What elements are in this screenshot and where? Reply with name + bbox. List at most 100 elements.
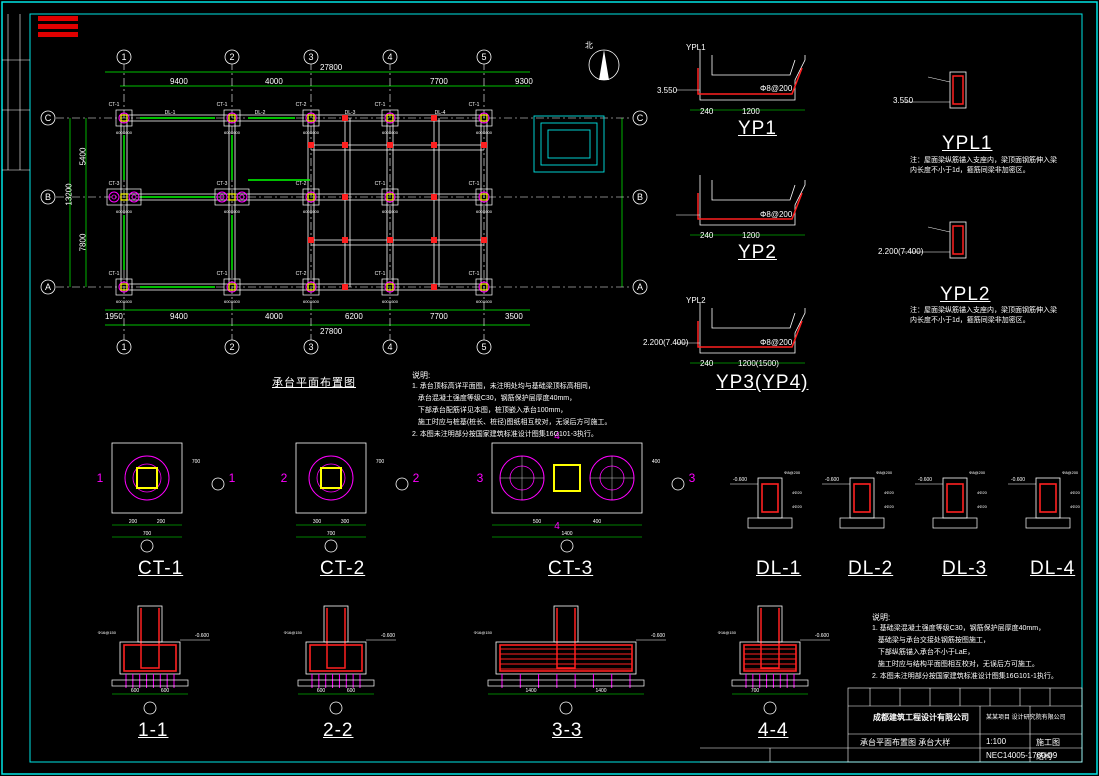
pile-inner: [132, 463, 162, 493]
pile-cap: [115, 278, 133, 296]
axis-label-y: B: [637, 192, 643, 202]
cap-label: CT-1: [109, 102, 120, 108]
pile: [478, 281, 490, 293]
pile: [118, 281, 130, 293]
axis-bubble: [303, 339, 319, 355]
pile-size-label: 600X600: [476, 130, 493, 135]
ct-dim-text: 200: [129, 519, 138, 525]
rev-tag-1: [38, 16, 78, 21]
binding-strip: [2, 14, 30, 171]
section-mark: 4: [554, 431, 560, 442]
column-marker: [342, 194, 348, 200]
ct-dim-text: 400: [652, 459, 661, 465]
notes-top-line: 下部承台配筋详见本图，桩顶嵌入承台100mm，: [412, 407, 568, 414]
detail-bubble: [143, 701, 157, 715]
column: [386, 193, 394, 201]
pile: [226, 281, 238, 293]
ypl-leader: [927, 226, 951, 233]
column: [386, 283, 394, 291]
cap-rebar-text: Φ16@150: [284, 630, 303, 635]
column-marker: [431, 284, 437, 290]
dl-rebar: [853, 483, 871, 513]
yp3-rebar: Φ8@200: [760, 338, 793, 347]
cap-rebar-text: Φ16@150: [98, 630, 117, 635]
cap-dim-text: 600: [131, 688, 140, 694]
column-marker: [342, 237, 348, 243]
yp3-title: YP3(YP4): [716, 372, 809, 393]
tb-stage: 施工图: [1036, 738, 1060, 747]
dl-rebar: [1039, 483, 1057, 513]
sec11-title: 1-1: [138, 720, 169, 741]
pile-cap: [214, 188, 250, 206]
section-mark: 1: [97, 471, 104, 485]
cap-label: CT-2: [296, 271, 307, 277]
pile: [216, 191, 228, 203]
dl-base: [747, 517, 793, 529]
ct-dim-text: 300: [341, 519, 350, 525]
dim-bottom-3: 4000: [265, 312, 283, 321]
ypl1-elev: 3.550: [893, 96, 914, 105]
ct-dim-text: 700: [143, 531, 152, 537]
dim-bottom-6: 3500: [505, 312, 523, 321]
notes-top-line: 承台混凝土强度等级C30，钢筋保护层厚度40mm，: [412, 395, 577, 402]
column-marker: [481, 237, 487, 243]
yp-detail: [676, 175, 806, 236]
pile: [118, 112, 130, 124]
cap-rebar: [123, 644, 177, 672]
ypl-rebar: [952, 225, 964, 255]
cap-label: CT-1: [469, 102, 480, 108]
axis-label-y: A: [637, 282, 643, 292]
ct-dim-text: 700: [192, 459, 201, 465]
dim-top-3: 7700: [430, 77, 448, 86]
yp1-dim-a: 240: [700, 107, 714, 116]
dl-rebar-text: 4Φ20: [884, 504, 895, 509]
dl-base: [932, 517, 978, 529]
pile-cap: [106, 188, 142, 206]
pile-size-label: 600X600: [303, 209, 320, 214]
yp1-tag: YPL1: [686, 43, 706, 52]
yp-rebar: [697, 320, 803, 348]
yp2-dim-a: 240: [700, 231, 714, 240]
section-mark: 4: [554, 521, 560, 532]
yp3-dim-a: 240: [700, 359, 714, 368]
detail-bubble: [329, 701, 343, 715]
tank-pit: [533, 115, 605, 173]
column-marker: [431, 194, 437, 200]
dl-rebar-text: 4Φ20: [792, 504, 803, 509]
ypl-detail: [903, 221, 967, 259]
pile-size-label: 600X600: [382, 299, 399, 304]
axis-label-y: C: [637, 113, 644, 123]
column: [228, 283, 236, 291]
cap-outline: [119, 641, 181, 675]
ct-dim-text: 500: [533, 519, 542, 525]
pile: [478, 112, 490, 124]
north-label: 北: [585, 41, 593, 50]
tb-company: 成都建筑工程设计有限公司: [873, 713, 969, 722]
pile: [384, 281, 396, 293]
pile-size-label: 600X600: [116, 209, 133, 214]
dim-top-1: 9400: [170, 77, 188, 86]
pile: [305, 191, 317, 203]
dl-elev: -0.600: [825, 477, 839, 483]
dl3-title: DL-3: [942, 558, 988, 579]
pile: [124, 455, 170, 501]
dl2-title: DL-2: [848, 558, 894, 579]
axis-label-y: C: [45, 113, 52, 123]
pile-inner: [316, 463, 346, 493]
pile: [305, 281, 317, 293]
dl-rebar: [761, 483, 779, 513]
notes-top-line: 1. 承台顶标高详平面图，未注明处均与基础梁顶标高相同，: [412, 383, 595, 390]
beam-label: DL-4: [435, 110, 446, 116]
axis-bubble: [116, 49, 132, 65]
yp1-title: YP1: [738, 118, 777, 139]
notes-bottom-line: 下部纵筋锚入承台不小于LaE，: [872, 649, 975, 656]
pile-cap: [381, 278, 399, 296]
cap-label: CT-2: [296, 181, 307, 187]
column: [120, 283, 128, 291]
title-block: [847, 687, 1083, 763]
ypl-rebar: [952, 75, 964, 105]
dim-top-4: 9300: [515, 77, 533, 86]
